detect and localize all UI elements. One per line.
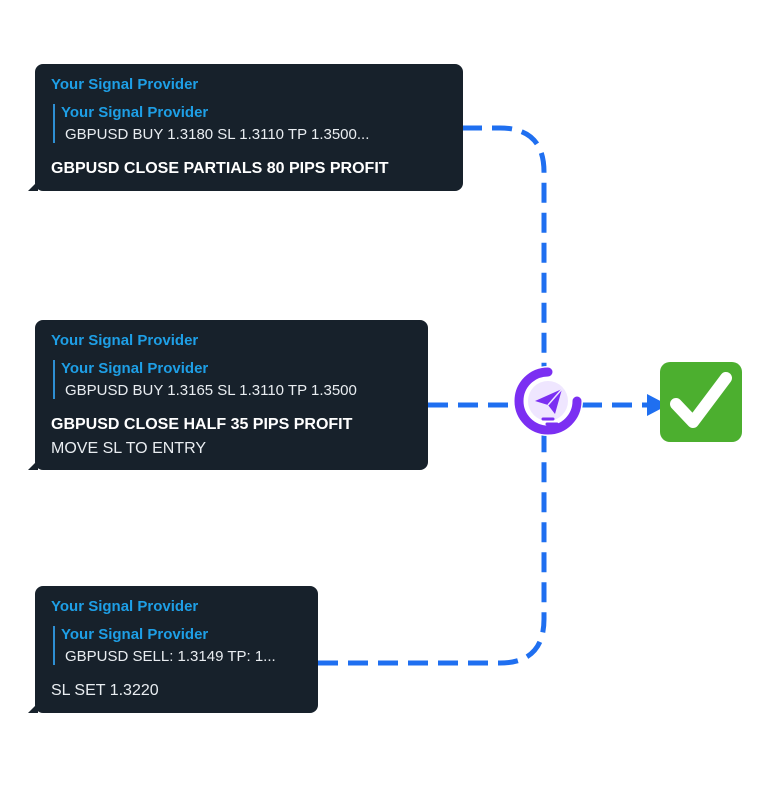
reply-text: GBPUSD BUY 1.3180 SL 1.3110 TP 1.3500... [65,126,370,143]
reply-text: GBPUSD BUY 1.3165 SL 1.3110 TP 1.3500 [65,382,357,399]
check-mark-graphic [670,372,732,428]
reply-quote[interactable]: Your Signal Provider GBPUSD BUY 1.3180 S… [53,104,369,143]
reply-sender: Your Signal Provider [61,360,209,377]
sender-name[interactable]: Your Signal Provider [51,76,199,93]
reply-sender: Your Signal Provider [61,104,209,121]
paper-plane-logo-icon [513,366,583,436]
bubble-tail [28,460,38,470]
reply-text: GBPUSD SELL: 1.3149 TP: 1... [65,648,276,665]
bubble-tail [28,181,38,191]
sender-name[interactable]: Your Signal Provider [51,598,199,615]
hub-logo-graphic [514,367,582,435]
message-line: GBPUSD CLOSE PARTIALS 80 PIPS PROFIT [51,160,389,177]
reply-quote[interactable]: Your Signal Provider GBPUSD SELL: 1.3149… [53,626,276,665]
message-line: GBPUSD CLOSE HALF 35 PIPS PROFIT [51,416,353,433]
signal-message-2: Your Signal Provider Your Signal Provide… [28,320,428,470]
message-line: MOVE SL TO ENTRY [51,440,207,457]
signal-message-3: Your Signal Provider Your Signal Provide… [28,586,318,713]
check-mark-icon [660,362,742,442]
reply-quote[interactable]: Your Signal Provider GBPUSD BUY 1.3165 S… [53,360,357,399]
message-line: SL SET 1.3220 [51,682,159,699]
connector-bottom [318,430,547,666]
reply-sender: Your Signal Provider [61,626,209,643]
arrow-head [647,394,668,416]
sender-name[interactable]: Your Signal Provider [51,332,199,349]
bubble-tail [28,703,38,713]
connector-top [462,125,547,372]
signal-message-1: Your Signal Provider Your Signal Provide… [28,64,463,191]
